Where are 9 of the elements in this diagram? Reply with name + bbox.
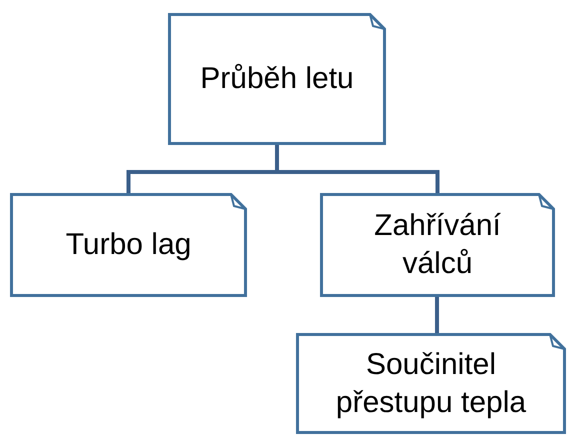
folded-corner-box <box>168 13 386 145</box>
folded-corner-box <box>296 333 566 434</box>
node-label: Průběh letu <box>200 61 354 97</box>
folded-corner-box <box>10 193 247 297</box>
node-label: Zahřívání válců <box>373 208 502 282</box>
node-label: Turbo lag <box>66 227 192 263</box>
node-label: Součinitel přestupu tepla <box>334 346 528 420</box>
folded-corner-box <box>320 193 555 297</box>
connector-line <box>435 297 439 333</box>
